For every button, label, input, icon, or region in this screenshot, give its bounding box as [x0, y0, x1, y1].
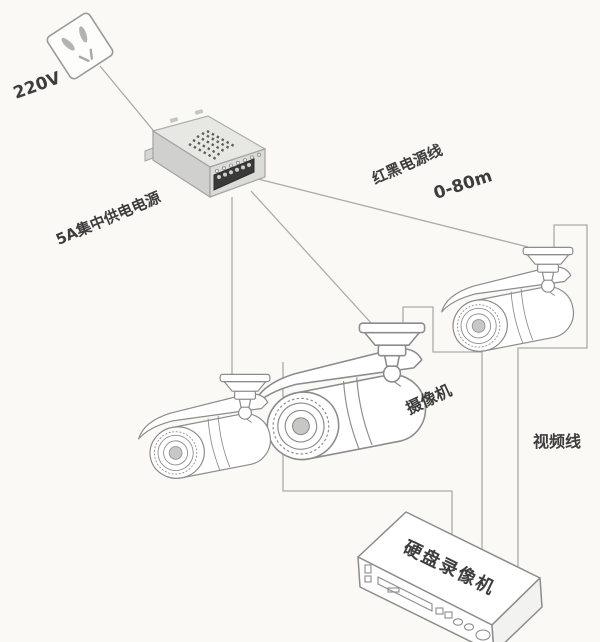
mains-line-outlet-to-psu [99, 65, 163, 142]
video-line-middle-camera [402, 306, 483, 551]
camera-left-icon [133, 373, 280, 486]
power-supply-icon [144, 109, 267, 199]
power-line-right-camera [257, 178, 529, 248]
video-line-right-camera [517, 224, 588, 569]
video-cable-label: 视频线 [532, 432, 582, 451]
power-outlet-icon [46, 12, 114, 80]
dvr-icon [357, 511, 543, 642]
power-line-middle-camera [250, 190, 373, 325]
camera-right-icon [436, 246, 583, 359]
power-lines [231, 178, 529, 376]
